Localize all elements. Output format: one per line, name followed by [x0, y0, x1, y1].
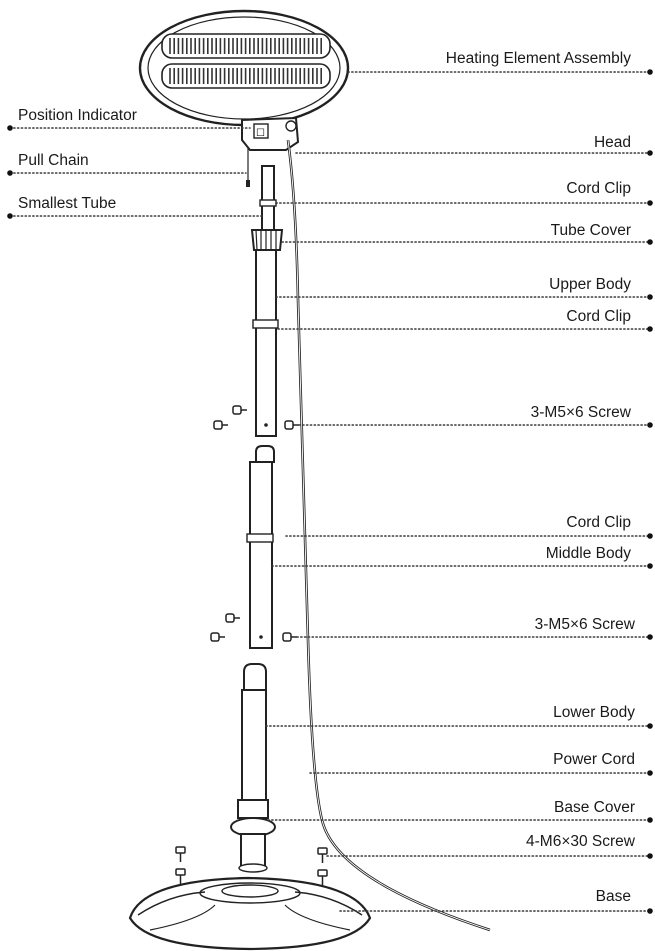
leader-base-dot [647, 908, 653, 914]
leader-cord-clip-2-dot [647, 326, 653, 332]
label-screw-lower: 3-M5×6 Screw [535, 616, 636, 633]
base-cover-drawing [230, 799, 276, 873]
middle-body-drawing [246, 445, 275, 649]
heating-element-drawing [138, 9, 350, 127]
head-drawing: ☐ [241, 116, 300, 187]
label-cord-clip-2: Cord Clip [566, 308, 631, 325]
power-cord-drawing [286, 139, 491, 932]
leader-screw-upper-dot [647, 422, 653, 428]
lower-body-drawing [241, 663, 267, 801]
svg-text:☐: ☐ [256, 128, 265, 139]
leader-cord-clip-3-dot [647, 533, 653, 539]
leader-head-dot [647, 150, 653, 156]
leader-lower-body-dot [647, 723, 653, 729]
label-head: Head [594, 134, 631, 151]
leader-power-cord-dot [647, 770, 653, 776]
smallest-tube-drawing [259, 165, 277, 237]
leader-pull-chain-dot [7, 170, 13, 176]
base-drawing [128, 876, 372, 951]
leader-screw-lower-dot [647, 634, 653, 640]
heater-drawing: ☐ [128, 9, 491, 951]
callout-labels: Heating Element Assembly Position Indica… [18, 50, 636, 905]
label-base-cover: Base Cover [554, 799, 635, 816]
label-smallest-tube: Smallest Tube [18, 195, 116, 212]
upper-screws-drawing [213, 405, 299, 430]
label-base: Base [596, 888, 631, 905]
label-upper-body: Upper Body [549, 276, 631, 293]
leader-lines [7, 69, 653, 914]
label-lower-body: Lower Body [553, 704, 635, 721]
tube-cover-drawing [250, 229, 284, 251]
label-pull-chain: Pull Chain [18, 152, 89, 169]
label-screw-upper: 3-M5×6 Screw [531, 404, 632, 421]
leader-heating-element-dot [647, 69, 653, 75]
leader-position-indicator-dot [7, 125, 13, 131]
lower-screws-drawing [210, 613, 297, 642]
label-power-cord: Power Cord [553, 751, 635, 768]
label-cord-clip-1: Cord Clip [566, 180, 631, 197]
upper-body-drawing [252, 249, 279, 437]
label-heating-element-assembly: Heating Element Assembly [446, 50, 631, 67]
label-position-indicator: Position Indicator [18, 107, 137, 124]
leader-upper-body-dot [647, 294, 653, 300]
label-tube-cover: Tube Cover [551, 222, 631, 239]
label-cord-clip-3: Cord Clip [566, 514, 631, 531]
base-screws-drawing [175, 846, 328, 885]
leader-screw-base-dot [647, 853, 653, 859]
label-middle-body: Middle Body [546, 545, 632, 562]
leader-smallest-tube-dot [7, 213, 13, 219]
label-screw-base: 4-M6×30 Screw [526, 833, 636, 850]
leader-cord-clip-1-dot [647, 200, 653, 206]
leader-base-cover-dot [647, 817, 653, 823]
leader-middle-body-dot [647, 563, 653, 569]
leader-tube-cover-dot [647, 239, 653, 245]
